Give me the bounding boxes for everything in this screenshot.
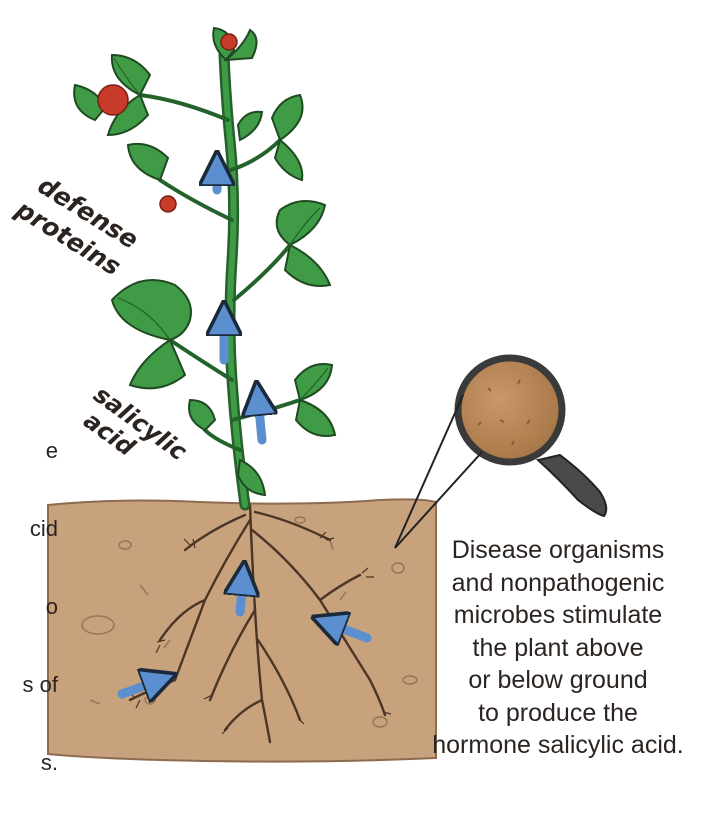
cropped-side-text: e cid o s of s.: [0, 386, 58, 802]
magnifying-glass-icon: [458, 358, 606, 516]
caption-text: Disease organisms and nonpathogenic micr…: [408, 534, 708, 762]
